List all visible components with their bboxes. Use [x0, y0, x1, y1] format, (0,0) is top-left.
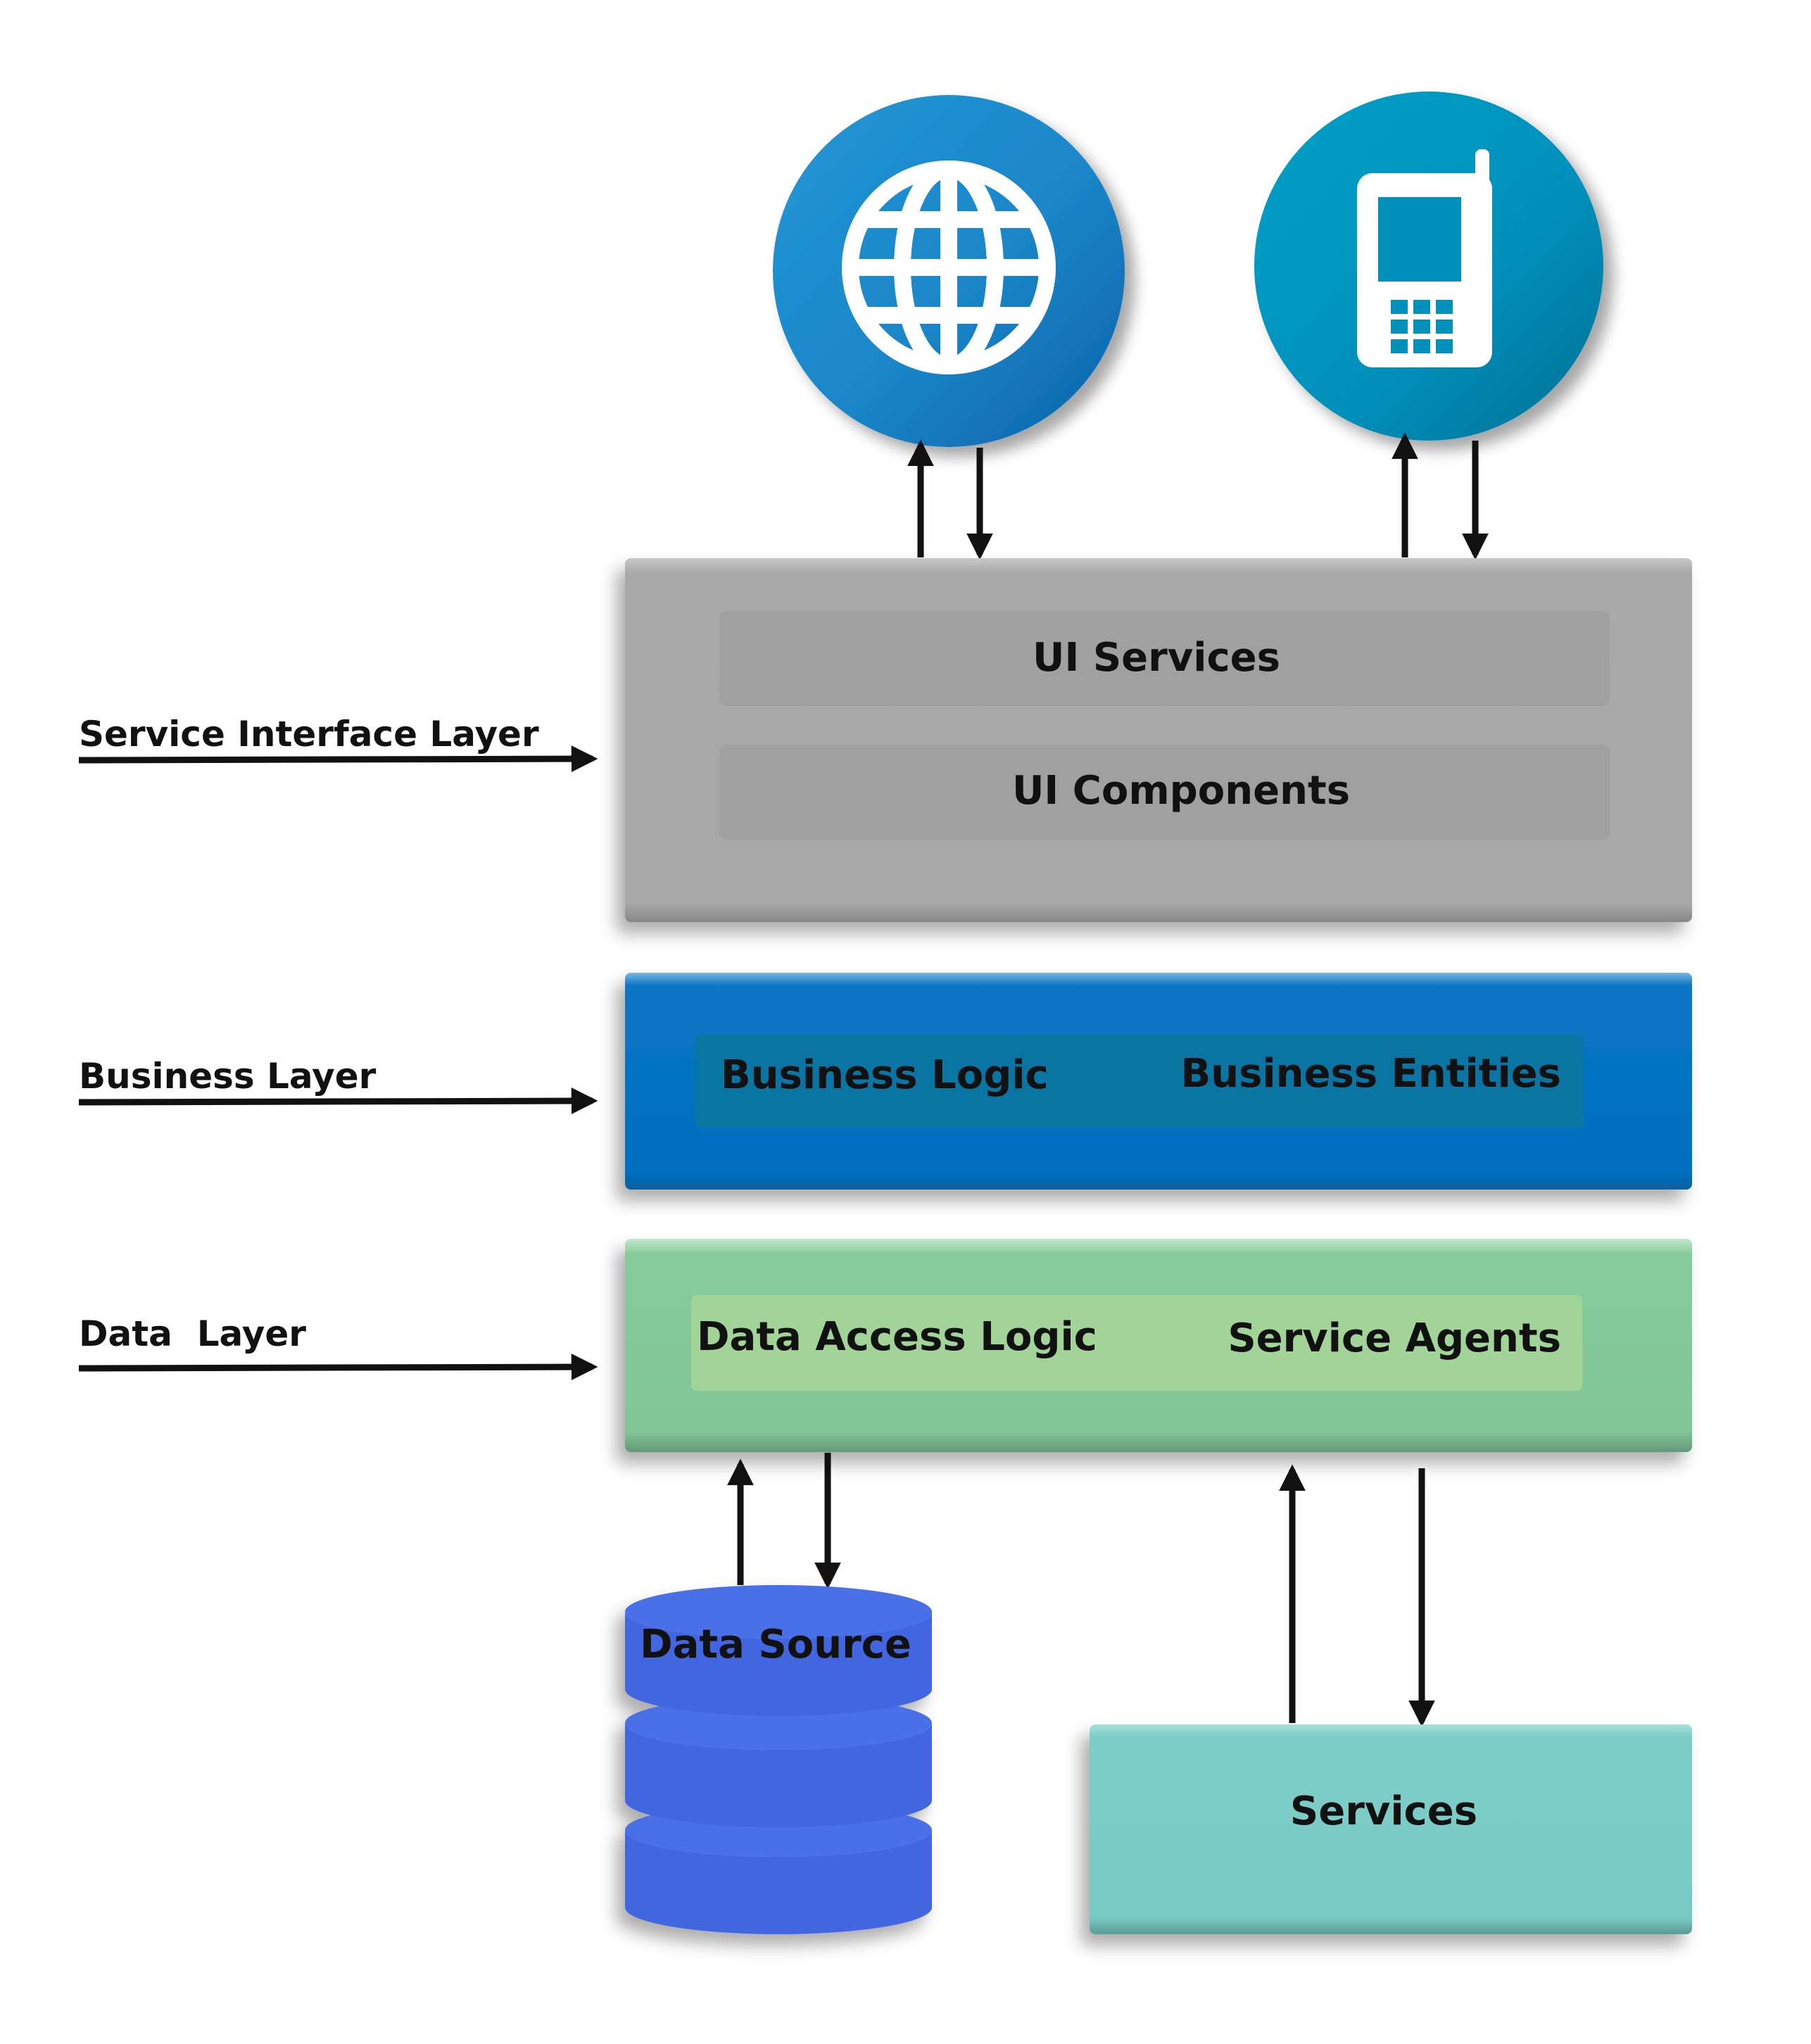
ui-services-box [719, 611, 1610, 706]
mobile-client [1254, 92, 1603, 441]
ui-components-box [719, 745, 1610, 840]
database-icon [625, 1585, 932, 1934]
service-interface-pointer [78, 745, 598, 772]
ui-services-label: UI Services [1033, 635, 1280, 681]
services-label: Services [1290, 1788, 1477, 1834]
data-inner-box [691, 1295, 1582, 1391]
business-pointer [78, 1087, 598, 1114]
data-source-label: Data Source [640, 1622, 911, 1667]
data-access-logic-label: Data Access Logic [697, 1314, 1097, 1360]
business-logic-label: Business Logic [721, 1052, 1049, 1098]
ui-components-label: UI Components [1012, 768, 1350, 814]
data-pointer [78, 1354, 598, 1380]
mobile-phone-icon [1357, 149, 1492, 367]
service-interface-layer-label: Service Interface Layer [79, 714, 539, 755]
service-agents-label: Service Agents [1228, 1316, 1561, 1361]
web-client [773, 95, 1125, 447]
services-box: Services [1090, 1724, 1692, 1934]
side-labels: Service Interface Layer Business Layer D… [78, 714, 598, 1380]
service-interface-layer: UI Services UI Components [625, 558, 1692, 922]
client-connectors [907, 432, 1489, 560]
business-inner-box [695, 1035, 1584, 1128]
bottom-connectors [727, 1453, 1435, 1727]
data-layer-label: Data Layer [79, 1313, 306, 1354]
business-layer: Business Logic Business Entities [625, 973, 1692, 1190]
business-layer-label: Business Layer [79, 1056, 377, 1097]
data-layer: Data Access Logic Service Agents [625, 1239, 1692, 1452]
globe-icon [842, 160, 1056, 374]
business-entities-label: Business Entities [1181, 1051, 1561, 1097]
data-source [625, 1585, 932, 1934]
